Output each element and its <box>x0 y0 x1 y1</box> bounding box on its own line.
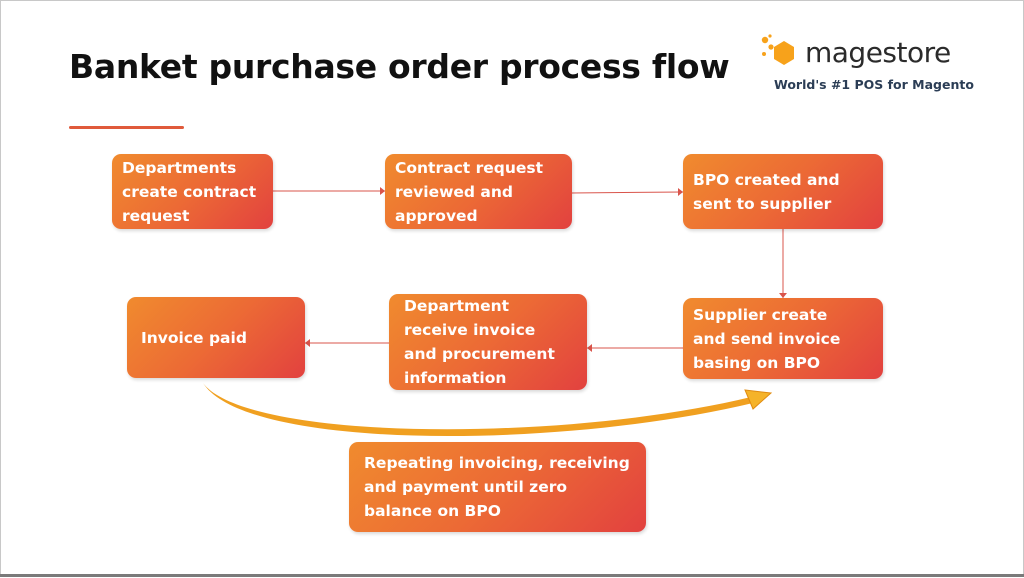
connector-2-3 <box>570 191 684 194</box>
step-departments-create: Departments create contract request <box>112 154 273 229</box>
step-text: Contract request reviewed and approved <box>395 158 543 225</box>
step-text: Repeating invoicing, receiving and payme… <box>364 454 630 520</box>
step-department-receive: Department receive invoice and procureme… <box>389 294 587 390</box>
step-text: BPO created and sent to supplier <box>693 170 840 213</box>
logo-wordmark: magestore <box>805 36 951 69</box>
slide-bottom-border <box>0 574 1024 577</box>
step-contract-reviewed: Contract request reviewed and approved <box>385 154 572 229</box>
step-invoice-paid: Invoice paid <box>127 297 305 378</box>
connector-1-2-head <box>380 187 385 195</box>
step-text: Invoice paid <box>141 328 247 347</box>
magestore-logo: magestore World's #1 POS for Magento <box>757 33 974 95</box>
connector-5-6-head <box>305 339 310 347</box>
connector-3-4-head <box>779 293 787 298</box>
step-text: Department receive invoice and procureme… <box>404 297 555 387</box>
connector-2-3-head <box>678 188 683 196</box>
step-bpo-created: BPO created and sent to supplier <box>683 154 883 229</box>
cycle-arrow <box>203 383 773 437</box>
step-supplier-invoice: Supplier create and send invoice basing … <box>683 298 883 379</box>
page-title: Banket purchase order process flow <box>69 47 730 86</box>
logo-tagline: World's #1 POS for Magento <box>774 77 974 92</box>
step-text: Departments create contract request <box>122 158 257 225</box>
step-repeat-cycle: Repeating invoicing, receiving and payme… <box>349 442 646 532</box>
connector-4-5-head <box>587 344 592 352</box>
title-underline <box>69 126 184 129</box>
logo-hexagon-icon <box>761 34 794 65</box>
step-text: Supplier create and send invoice basing … <box>693 305 841 372</box>
